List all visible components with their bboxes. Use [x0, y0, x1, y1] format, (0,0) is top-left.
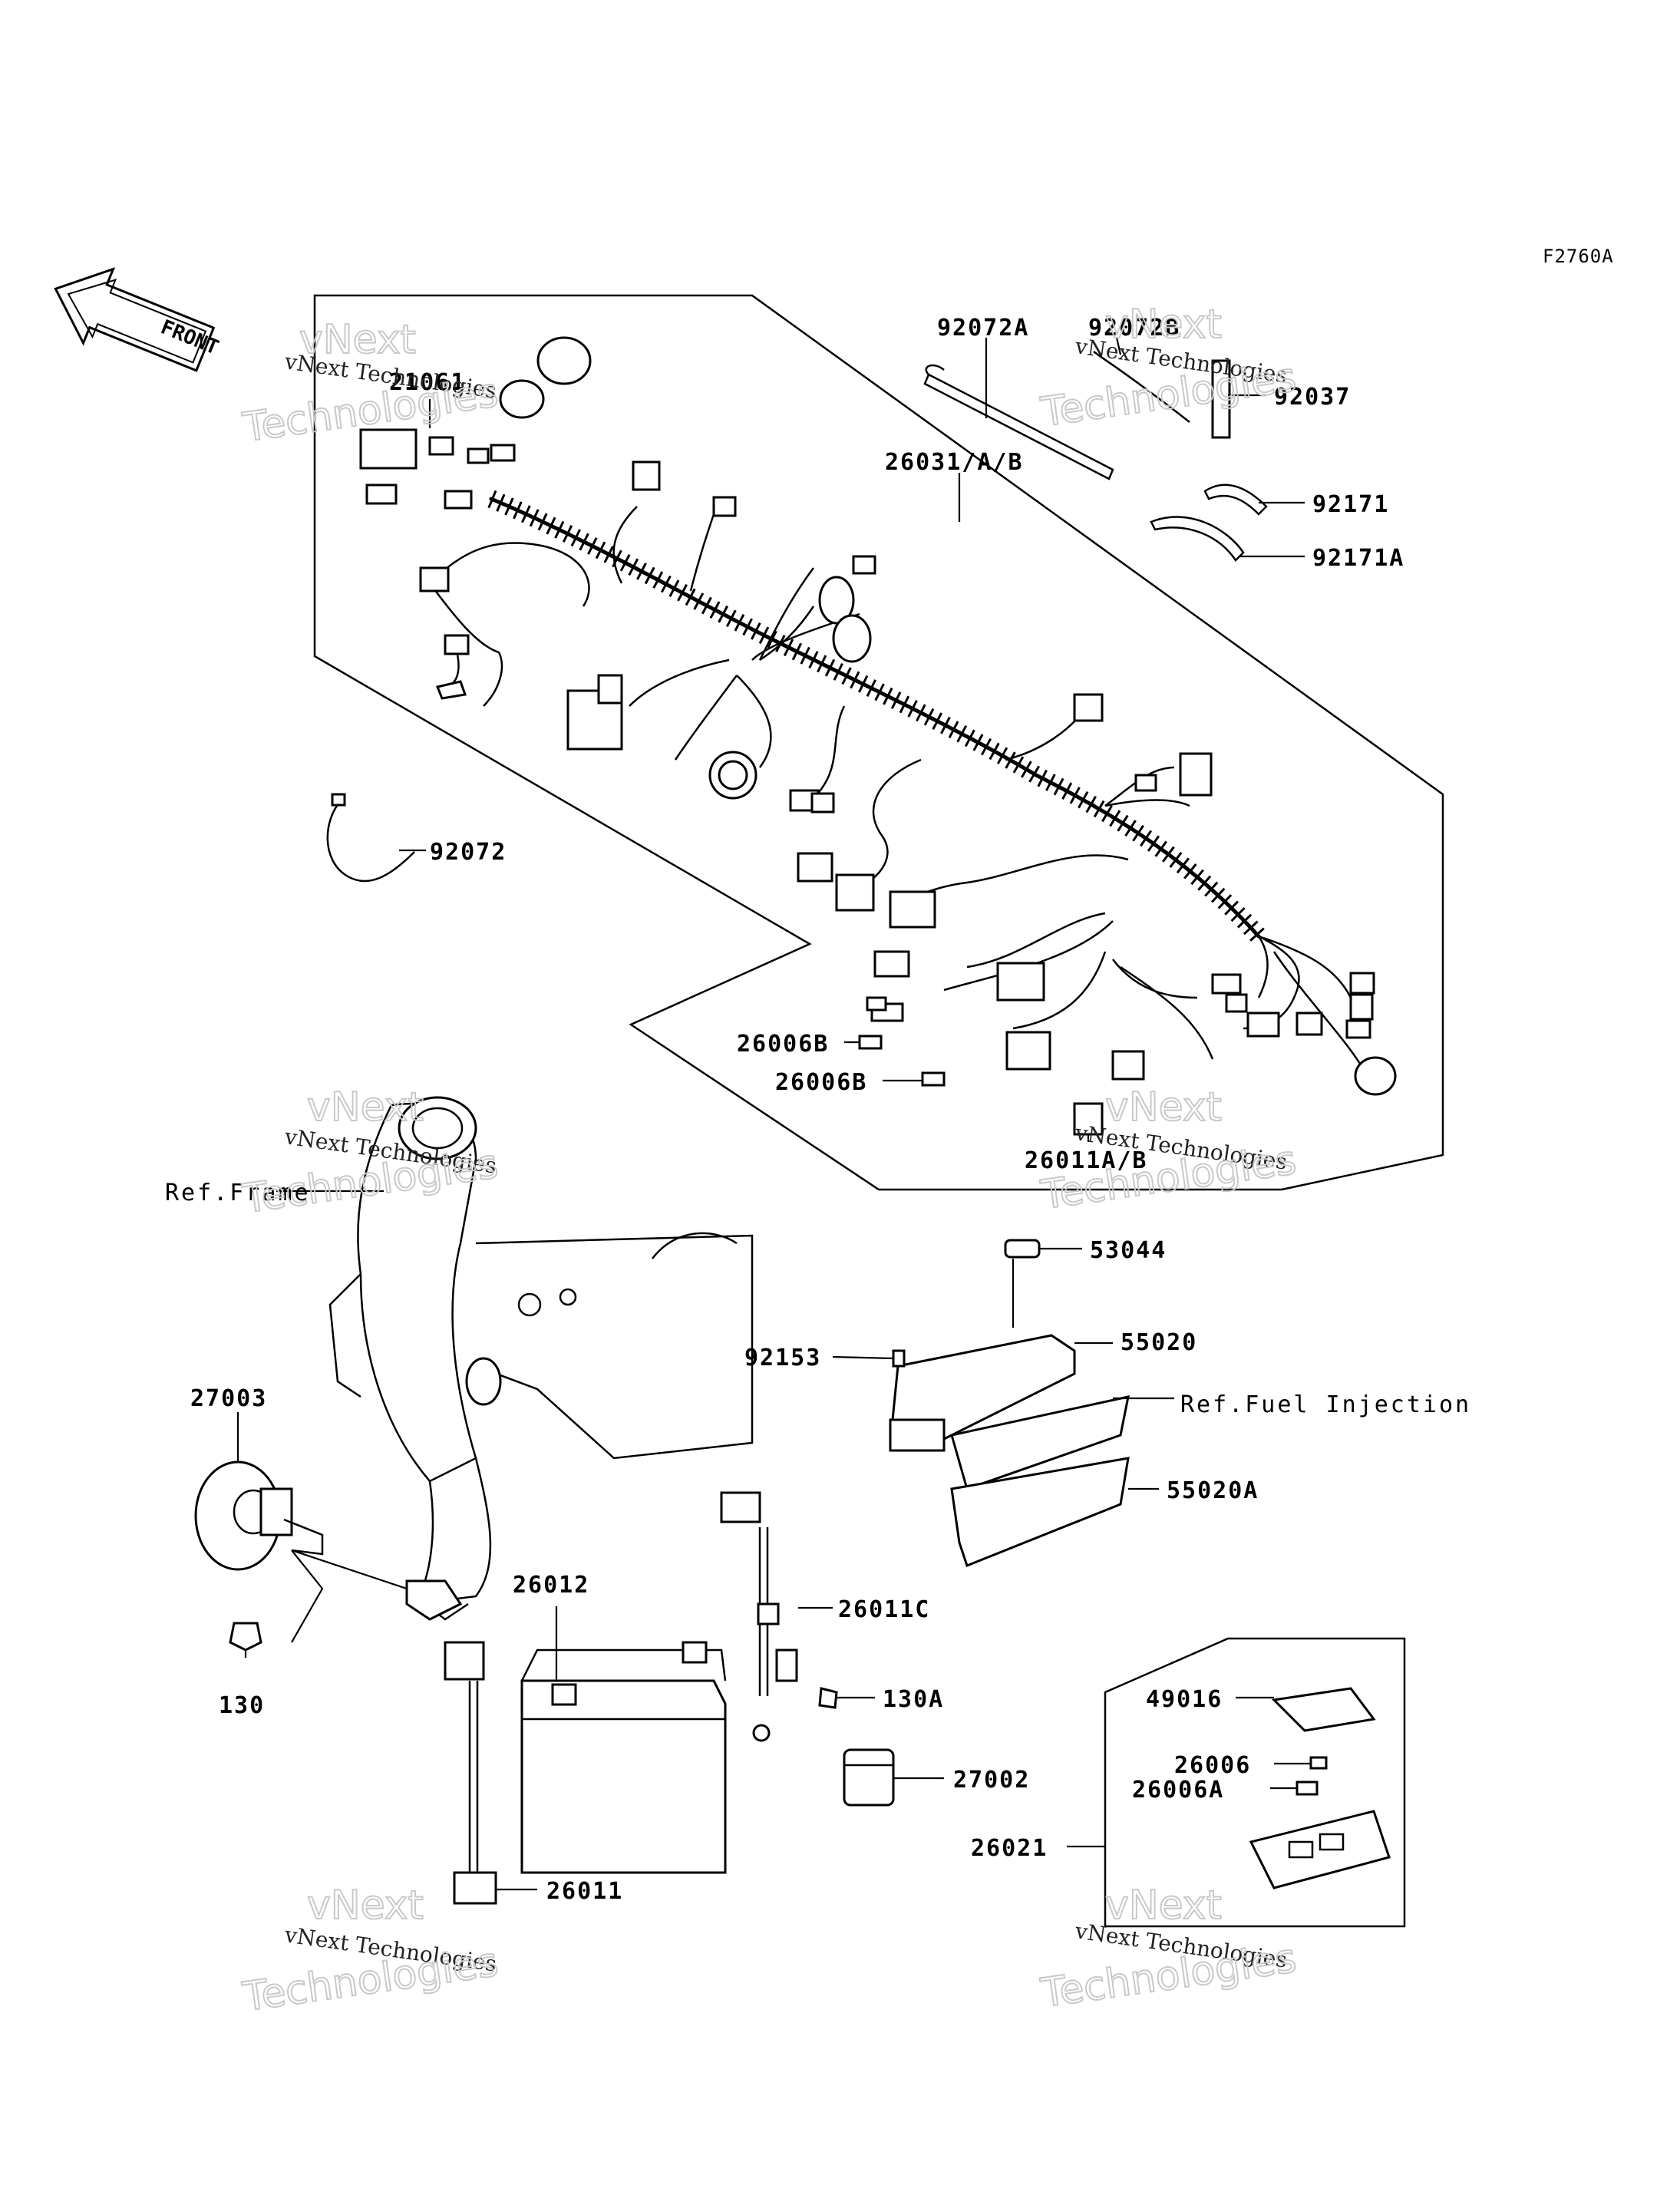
fuse-26006b-a	[858, 1035, 883, 1050]
battery-cable-26011c	[720, 1491, 798, 1742]
frame-reference	[328, 1096, 754, 1621]
label-26006b-b: 26006B	[775, 1069, 867, 1096]
label-26011: 26011	[546, 1878, 623, 1905]
front-arrow-icon	[54, 267, 216, 372]
bracket-92037	[1211, 359, 1231, 439]
label-92072: 92072	[430, 839, 507, 866]
clamp-92171a	[1150, 516, 1245, 562]
bolt-130a	[818, 1687, 838, 1709]
label-26006a: 26006A	[1132, 1777, 1224, 1804]
label-26006: 26006	[1174, 1752, 1251, 1779]
screw-92153	[892, 1349, 906, 1368]
label-130a: 130A	[883, 1686, 944, 1713]
harness-connectors	[359, 336, 1397, 1096]
band-92072a	[923, 364, 1114, 480]
svg-text:vNext: vNext	[1105, 1084, 1222, 1130]
fuse-26006a	[1295, 1781, 1319, 1796]
label-53044: 53044	[1090, 1237, 1167, 1264]
label-92171a: 92171A	[1312, 545, 1404, 572]
label-21061: 21061	[389, 369, 466, 396]
label-26011ab: 26011A/B	[1025, 1147, 1148, 1174]
fusebox-cover-49016	[1271, 1687, 1376, 1732]
label-92153: 92153	[744, 1345, 821, 1371]
label-92171: 92171	[1312, 491, 1389, 518]
label-55020a: 55020A	[1167, 1477, 1259, 1504]
fusebox-26021	[1249, 1687, 1391, 1889]
tie-head-92072	[331, 793, 346, 807]
label-130: 130	[219, 1692, 265, 1719]
label-27003: 27003	[190, 1385, 267, 1412]
battery-26012	[520, 1641, 727, 1874]
label-92072b: 92072B	[1088, 315, 1180, 342]
label-27002: 27002	[953, 1767, 1030, 1794]
watermark-bottom-right: vNext vNext Technologies Technologies	[1037, 1882, 1299, 2018]
label-55020: 55020	[1121, 1329, 1197, 1356]
fuse-26006	[1309, 1756, 1328, 1770]
label-49016: 49016	[1146, 1686, 1223, 1713]
fuse-26006b-b	[921, 1071, 946, 1087]
label-26011c: 26011C	[838, 1596, 930, 1623]
connector-26011ab	[1073, 1102, 1104, 1136]
svg-text:vNext: vNext	[1105, 1883, 1222, 1929]
svg-text:vNext: vNext	[1105, 302, 1222, 348]
ecu-group	[889, 1239, 1130, 1567]
svg-text:vNext: vNext	[299, 317, 416, 363]
harness-group-outline	[313, 294, 1444, 1191]
label-92037: 92037	[1274, 384, 1351, 411]
battery-cable-26011	[444, 1641, 497, 1905]
clamp-92171	[1203, 483, 1268, 516]
svg-text:vNext: vNext	[307, 1084, 424, 1130]
watermark-top-right: vNext vNext Technologies Technologies	[1037, 301, 1299, 437]
watermark-top-left: vNext vNext Technologies Technologies	[239, 316, 501, 452]
relay-27002	[843, 1748, 895, 1807]
label-26006b-a: 26006B	[737, 1031, 829, 1058]
figure-code: F2760A	[1543, 246, 1614, 267]
fusebox-group-outline	[1104, 1637, 1406, 1928]
leader-lines	[236, 337, 1311, 1891]
band-92072b	[1093, 351, 1190, 423]
label-26012: 26012	[513, 1572, 589, 1599]
horn-27003	[194, 1460, 463, 1621]
label-26031: 26031/A/B	[885, 449, 1024, 476]
tie-92072	[326, 799, 415, 883]
ref-frame-label: Ref.Frame	[165, 1180, 311, 1206]
ref-fuel-injection-label: Ref.Fuel Injection	[1180, 1391, 1471, 1418]
label-26021: 26021	[971, 1835, 1048, 1862]
svg-text:vNext: vNext	[307, 1883, 424, 1929]
ecu-pin-53044	[1004, 1239, 1041, 1259]
bolt-130	[229, 1622, 262, 1652]
label-92072a: 92072A	[937, 315, 1029, 342]
